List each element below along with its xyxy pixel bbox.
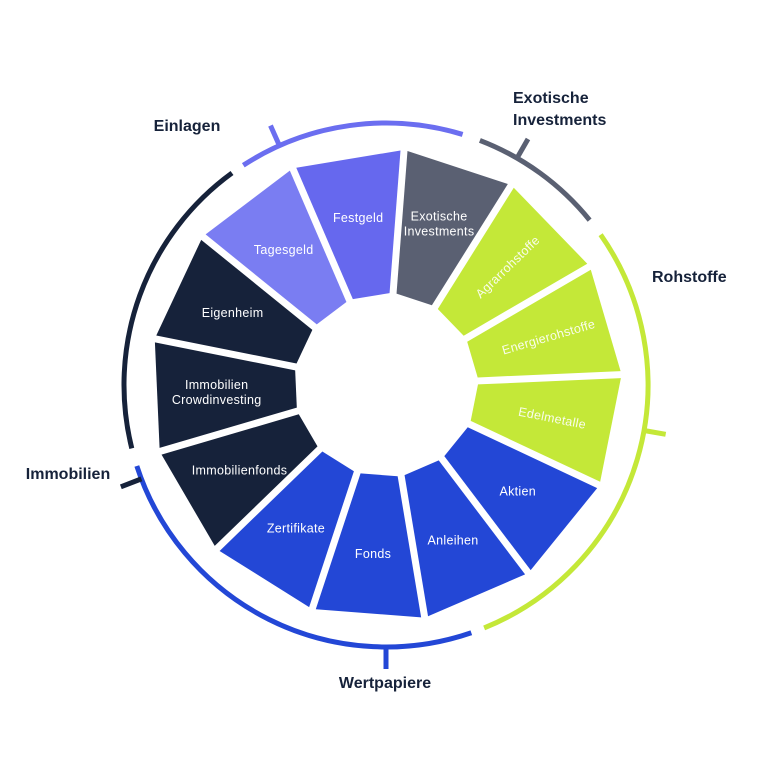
segment-label-immobilienfonds: Immobilienfonds [192,463,288,477]
segment-edelmetalle [470,378,621,482]
segment-festgeld [296,150,401,300]
segment-energierohstoffe [467,269,621,378]
segment-exotische-investments [396,150,508,306]
group-arc-exotic [478,138,592,222]
group-label-wertpapiere: Wertpapiere [339,675,431,692]
segment-aktien [444,427,598,571]
group-label-einlagen: Einlagen [154,118,221,135]
segment-tagesgeld [205,170,347,325]
segment-label-fonds: Fonds [355,547,391,561]
segment-label-tagesgeld: Tagesgeld [254,243,314,257]
segment-agrarrohstoffe [437,187,588,336]
segment-label-festgeld: Festgeld [333,211,383,225]
group-arc-wertpapiere [134,465,473,650]
segment-label-anleihen: Anleihen [428,534,479,548]
group-tick-einlagen [268,124,282,147]
group-tick-immobilien [119,476,143,490]
segments-layer [154,150,621,618]
group-tick-exotic [514,137,531,160]
segment-label-zertifikate: Zertifikate [267,522,325,536]
group-arcs-layer [119,120,667,669]
group-arc-rohstoffe [483,233,651,631]
segment-label-eigenheim: Eigenheim [202,306,264,320]
group-label-immobilien: Immobilien [26,466,110,483]
segment-anleihen [404,460,526,617]
segment-label-aktien: Aktien [499,485,536,499]
segment-immobilienfonds [161,414,318,546]
segment-fonds [315,473,422,618]
segment-immobilien-crowdinvesting [154,342,297,448]
segment-zertifikate [219,451,354,608]
group-arc-immobilien [121,171,234,449]
group-label-rohstoffe: Rohstoffe [652,269,727,286]
group-tick-rohstoffe [643,428,667,437]
group-arc-einlagen [241,120,464,168]
segment-eigenheim [156,239,313,364]
